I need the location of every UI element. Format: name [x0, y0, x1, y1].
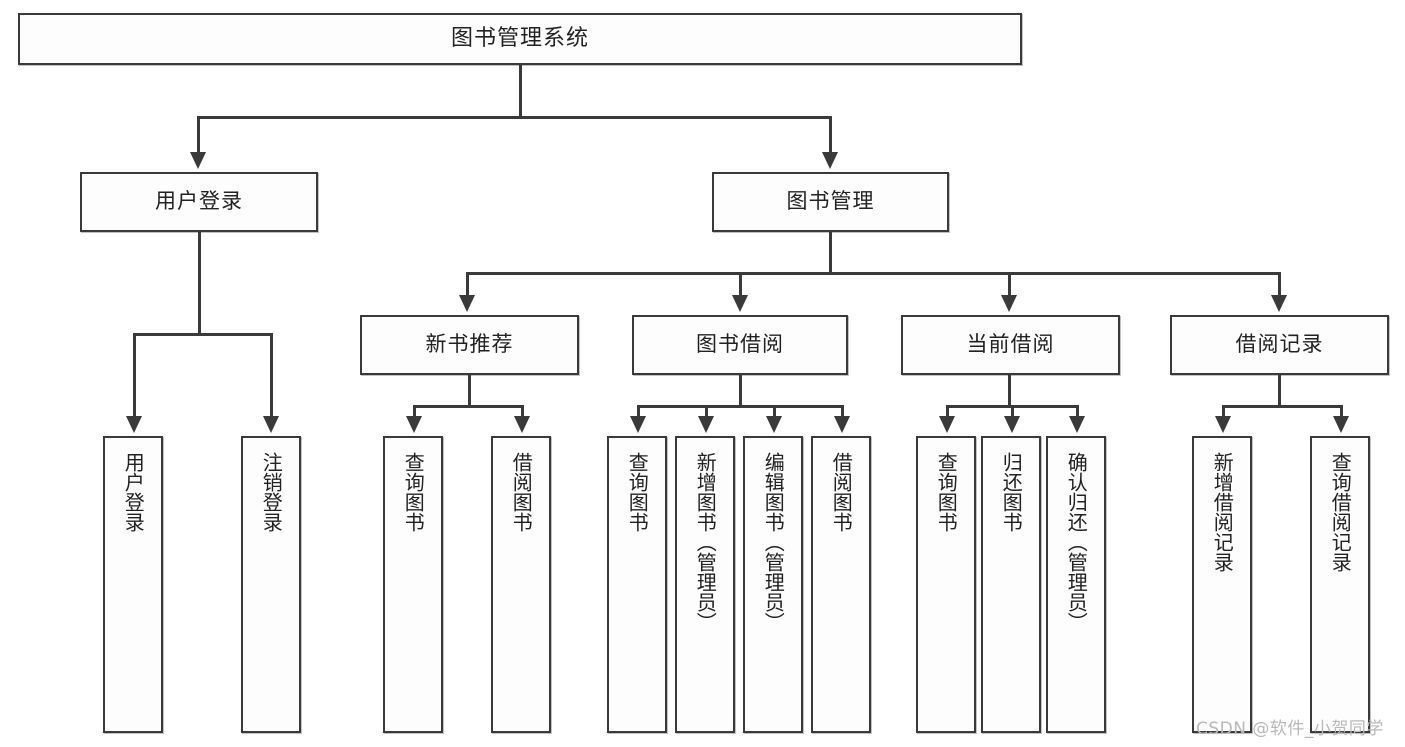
- connector-book-management-child-2: [739, 272, 742, 297]
- arrowhead-book-borrow-child-3: [766, 416, 782, 433]
- node-current-borrow[interactable]: 当前借阅: [901, 315, 1120, 375]
- arrowhead-book-management-child-2: [732, 295, 748, 312]
- node-label: 图书管理系统: [450, 25, 589, 51]
- connector-book-borrow-split-bar: [637, 405, 841, 408]
- leaf-label: 查询图书: [625, 452, 650, 532]
- arrowhead-to-book-management: [822, 152, 838, 169]
- connector-user-login-trunk: [198, 232, 201, 335]
- leaf-label: 注销登录: [259, 452, 284, 532]
- leaf-label: 编辑图书（管理员）: [761, 452, 786, 632]
- connector-book-management-child-3: [1008, 272, 1011, 297]
- connector-book-management-split-bar: [466, 272, 1278, 275]
- arrowhead-user-login-child-1: [126, 416, 142, 433]
- connector-book-borrow-child-2: [705, 405, 708, 419]
- arrowhead-borrow-record-child-2: [1333, 416, 1349, 433]
- connector-user-login-child-1: [133, 333, 136, 419]
- connector-new-book-trunk: [468, 375, 471, 407]
- connector-current-borrow-child-2: [1011, 405, 1014, 419]
- connector-current-borrow-child-3: [1076, 405, 1079, 419]
- leaf-new-book-query-book[interactable]: 查询图书: [383, 436, 443, 733]
- arrowhead-to-user-login: [190, 152, 206, 169]
- connector-new-book-child-1: [413, 405, 416, 419]
- connector-root-trunk: [519, 65, 522, 118]
- connector-book-borrow-child-1: [637, 405, 640, 419]
- connector-book-management-child-4: [1278, 272, 1281, 297]
- arrowhead-book-borrow-child-2: [698, 416, 714, 433]
- node-label: 图书管理: [786, 189, 875, 214]
- connector-borrow-record-child-1: [1222, 405, 1225, 419]
- arrowhead-user-login-child-2: [263, 416, 279, 433]
- connector-borrow-record-child-2: [1340, 405, 1343, 419]
- arrowhead-book-management-child-3: [1001, 295, 1017, 312]
- leaf-label: 归还图书: [999, 452, 1024, 532]
- leaf-label: 查询图书: [934, 452, 959, 532]
- connector-book-borrow-trunk: [739, 375, 742, 407]
- connector-root-split-bar: [197, 116, 831, 119]
- leaf-label: 确认归还（管理员）: [1064, 452, 1089, 632]
- node-book-borrow[interactable]: 图书借阅: [632, 315, 848, 375]
- arrowhead-current-borrow-child-2: [1004, 416, 1020, 433]
- leaf-borrow-record-add-record[interactable]: 新增借阅记录: [1192, 436, 1252, 733]
- leaf-label: 新增图书（管理员）: [693, 452, 718, 632]
- connector-borrow-record-trunk: [1278, 375, 1281, 407]
- arrowhead-current-borrow-child-3: [1069, 416, 1085, 433]
- connector-borrow-record-split-bar: [1222, 405, 1342, 408]
- arrowhead-new-book-child-1: [406, 416, 422, 433]
- connector-new-book-split-bar: [413, 405, 523, 408]
- node-label: 新书推荐: [425, 332, 514, 357]
- connector-book-management-child-1: [466, 272, 469, 297]
- node-root-book-management-system[interactable]: 图书管理系统: [18, 13, 1022, 65]
- leaf-current-borrow-confirm-return-admin[interactable]: 确认归还（管理员）: [1046, 436, 1106, 733]
- arrowhead-book-borrow-child-1: [630, 416, 646, 433]
- node-label: 用户登录: [155, 189, 243, 214]
- leaf-label: 借阅图书: [509, 452, 534, 532]
- leaf-current-borrow-return-book[interactable]: 归还图书: [981, 436, 1041, 733]
- arrowhead-borrow-record-child-1: [1215, 416, 1231, 433]
- arrowhead-current-borrow-child-1: [939, 416, 955, 433]
- node-label: 当前借阅: [966, 332, 1055, 357]
- leaf-book-borrow-borrow-book[interactable]: 借阅图书: [811, 436, 871, 733]
- node-label: 借阅记录: [1235, 332, 1324, 357]
- csdn-watermark: CSDN @软件_小贺同学: [1196, 719, 1384, 739]
- connector-current-borrow-child-1: [946, 405, 949, 419]
- leaf-label: 查询图书: [401, 452, 426, 532]
- leaf-current-borrow-query-book[interactable]: 查询图书: [916, 436, 976, 733]
- leaf-label: 查询借阅记录: [1328, 452, 1353, 572]
- leaf-borrow-record-query-record[interactable]: 查询借阅记录: [1310, 436, 1370, 733]
- leaf-book-borrow-query-book[interactable]: 查询图书: [607, 436, 667, 733]
- node-borrow-record[interactable]: 借阅记录: [1170, 315, 1389, 375]
- connector-current-borrow-trunk: [1008, 375, 1011, 407]
- connector-new-book-child-2: [521, 405, 524, 419]
- connector-book-borrow-child-4: [841, 405, 844, 419]
- leaf-user-login-logout[interactable]: 注销登录: [241, 436, 301, 733]
- leaf-user-login-login[interactable]: 用户登录: [103, 436, 163, 733]
- node-user-login[interactable]: 用户登录: [80, 172, 318, 232]
- leaf-label: 借阅图书: [829, 452, 854, 532]
- connector-to-book-management: [829, 116, 832, 156]
- leaf-new-book-borrow-book[interactable]: 借阅图书: [491, 436, 551, 733]
- leaf-label: 新增借阅记录: [1210, 452, 1235, 572]
- connector-to-user-login: [197, 116, 200, 156]
- node-book-management[interactable]: 图书管理: [712, 172, 949, 232]
- leaf-book-borrow-edit-book-admin[interactable]: 编辑图书（管理员）: [743, 436, 803, 733]
- node-label: 图书借阅: [696, 332, 784, 357]
- connector-user-login-child-2: [270, 333, 273, 419]
- arrowhead-book-management-child-1: [459, 295, 475, 312]
- arrowhead-book-borrow-child-4: [834, 416, 850, 433]
- connector-book-borrow-child-3: [773, 405, 776, 419]
- arrowhead-book-management-child-4: [1271, 295, 1287, 312]
- leaf-label: 用户登录: [121, 452, 146, 532]
- arrowhead-new-book-child-2: [514, 416, 530, 433]
- leaf-book-borrow-add-book-admin[interactable]: 新增图书（管理员）: [675, 436, 735, 733]
- node-new-book-recommend[interactable]: 新书推荐: [360, 315, 579, 375]
- connector-book-management-trunk: [829, 232, 832, 274]
- connector-user-login-split-bar: [133, 333, 272, 336]
